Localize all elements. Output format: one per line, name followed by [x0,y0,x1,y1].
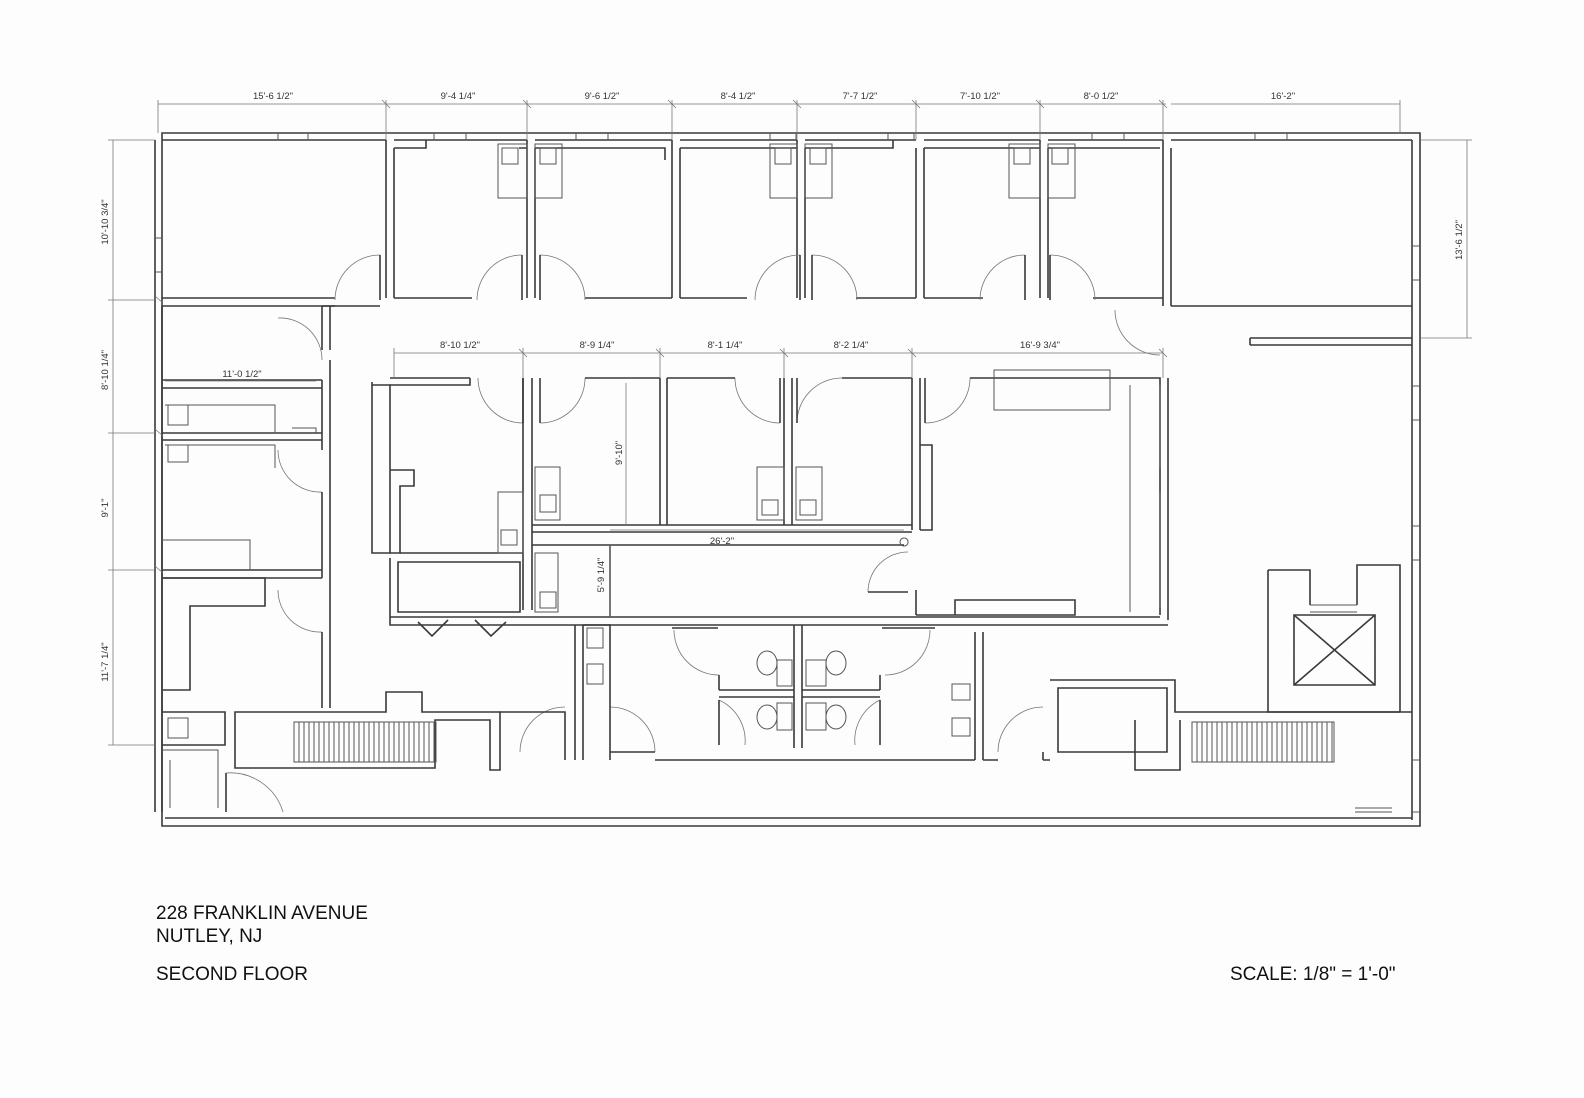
central-block [371,369,1169,638]
dimension-lines [108,99,1472,746]
dim-mid-2: 8'-9 1/4" [580,340,615,351]
dim-left-2: 8'-10 1/4" [100,350,111,390]
floor-label: SECOND FLOOR [156,964,309,985]
dim-top-2: 9'-4 1/4" [441,91,476,102]
dim-mid-5: 16'-9 3/4" [1020,340,1060,351]
dim-top-3: 9'-6 1/2" [585,91,620,102]
dim-top-1: 15'-6 1/2" [253,91,293,102]
dim-corridor-width: 5'-9 1/4" [596,558,607,593]
dimension-labels: 15'-6 1/2" 9'-4 1/4" 9'-6 1/2" 8'-4 1/2"… [100,91,1465,682]
dim-top-5: 7'-7 1/2" [843,91,878,102]
dim-top-6: 7'-10 1/2" [960,91,1000,102]
scale-label: SCALE: 1/8" = 1'-0" [1230,964,1396,985]
dim-mid-3: 8'-1 1/4" [708,340,743,351]
stair-left [293,721,437,763]
dim-mid-1: 8'-10 1/2" [440,340,480,351]
dim-left-4: 11'-7 1/4" [100,642,111,681]
address-line-1: 228 FRANKLIN AVENUE [156,903,368,924]
address-line-2: NUTLEY, NJ [156,926,263,947]
left-rooms [161,306,331,812]
dim-top-8: 16'-2" [1271,91,1295,102]
dim-left-1: 10'-10 3/4" [100,199,111,244]
dim-top-7: 8'-0 1/2" [1084,91,1119,102]
title-block: 228 FRANKLIN AVENUE NUTLEY, NJ [156,902,368,948]
door-swings [225,254,1161,813]
dim-corridor-length: 26'-2" [710,536,734,547]
dim-mid-4: 8'-2 1/4" [834,340,869,351]
dim-right: 13'-6 1/2" [1454,220,1465,260]
dim-room: 11'-0 1/2" [222,369,261,380]
dim-left-3: 9'-1" [100,499,111,518]
bathrooms [574,624,984,760]
dim-corridor-height: 9'-10" [614,441,625,465]
bottom-zone [162,337,1412,813]
top-offices [162,140,1412,350]
stair-right [1191,721,1335,763]
dim-top-4: 8'-4 1/2" [721,91,756,102]
